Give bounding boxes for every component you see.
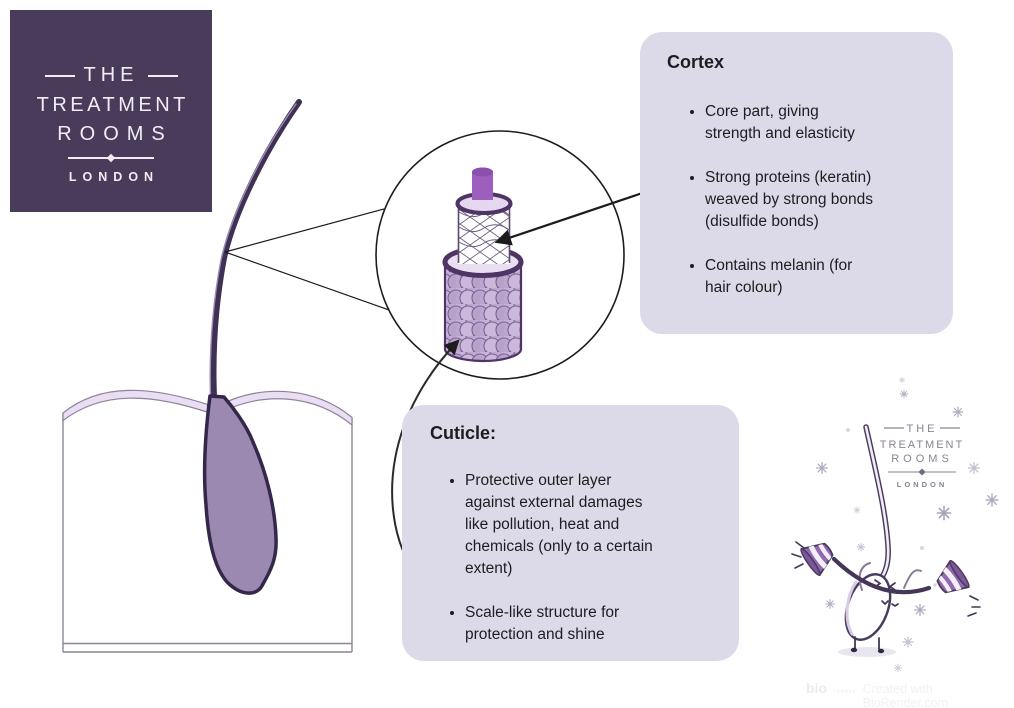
epidermis-band-left	[62, 389, 213, 422]
mascot-logo-the: THE	[907, 423, 938, 435]
logo-dash-left	[44, 74, 75, 77]
mascot-hair-character	[844, 424, 922, 654]
cortex-ring-front	[455, 203, 513, 215]
mascot-logo-london: LONDON	[897, 480, 948, 489]
biorender-logo: bio	[806, 680, 827, 696]
cone-line-top	[224, 208, 385, 253]
biorender-logo-sub: render	[834, 689, 856, 695]
cortex-cylinder	[455, 192, 513, 264]
hair-strand	[209, 99, 302, 400]
mascot-barbell	[791, 534, 981, 617]
cuticle-bullet-1: Protective outer layer against external …	[465, 470, 665, 580]
logo-treatment-text: TREATMENT	[36, 94, 189, 116]
mascot-logo-treatment: TREATMENT	[880, 439, 964, 451]
mascot-logo-rooms: ROOMS	[891, 453, 953, 465]
barbell-weight-right	[930, 558, 973, 602]
brand-logo-line-the: THE	[44, 64, 178, 87]
epidermis-band-right	[221, 390, 353, 427]
cuticle-ring-front	[442, 261, 524, 278]
mascot-illustration: THE TREATMENT ROOMS LONDON	[791, 376, 999, 673]
logo-divider	[68, 157, 154, 159]
mascot-brand-logo: THE TREATMENT ROOMS LONDON	[880, 423, 964, 489]
sparkle-icons	[815, 376, 999, 673]
magnifier-circle	[375, 130, 625, 380]
logo-dash-right	[147, 74, 178, 77]
logo-the-text: THE	[83, 64, 139, 86]
brand-logo-box: THE TREATMENT ROOMS LONDON	[10, 10, 212, 212]
effort-dashes	[791, 541, 981, 617]
cuticle-info-box: Cuticle: Protective outer layer against …	[402, 405, 739, 661]
logo-london-text: LONDON	[68, 169, 160, 184]
biorender-watermark: bio render Created with BioRender.com	[806, 681, 1014, 708]
cuticle-bullet-list: Protective outer layer against external …	[402, 470, 739, 646]
cortex-bullet-list: Core part, giving strength and elasticit…	[640, 101, 953, 299]
logo-rooms-text: ROOMS	[57, 123, 173, 145]
cuticle-bullet-2: Scale-like structure for protection and …	[465, 602, 665, 646]
biorender-credit-text: Created with BioRender.com	[862, 682, 949, 708]
medulla-cylinder	[472, 167, 493, 200]
cone-line-bottom	[224, 251, 390, 311]
cortex-bullet-2: Strong proteins (keratin) weaved by stro…	[705, 167, 877, 233]
barbell-weight-left	[797, 534, 840, 578]
cortex-bullet-1: Core part, giving strength and elasticit…	[705, 101, 877, 145]
cortex-title: Cortex	[667, 52, 725, 72]
mascot-shadow	[838, 647, 896, 657]
cuticle-title: Cuticle:	[430, 423, 497, 443]
hair-follicle-bulb	[202, 394, 278, 595]
cortex-bullet-3: Contains melanin (for hair colour)	[705, 255, 877, 299]
cortex-info-box: Cortex Core part, giving strength and el…	[640, 32, 953, 334]
